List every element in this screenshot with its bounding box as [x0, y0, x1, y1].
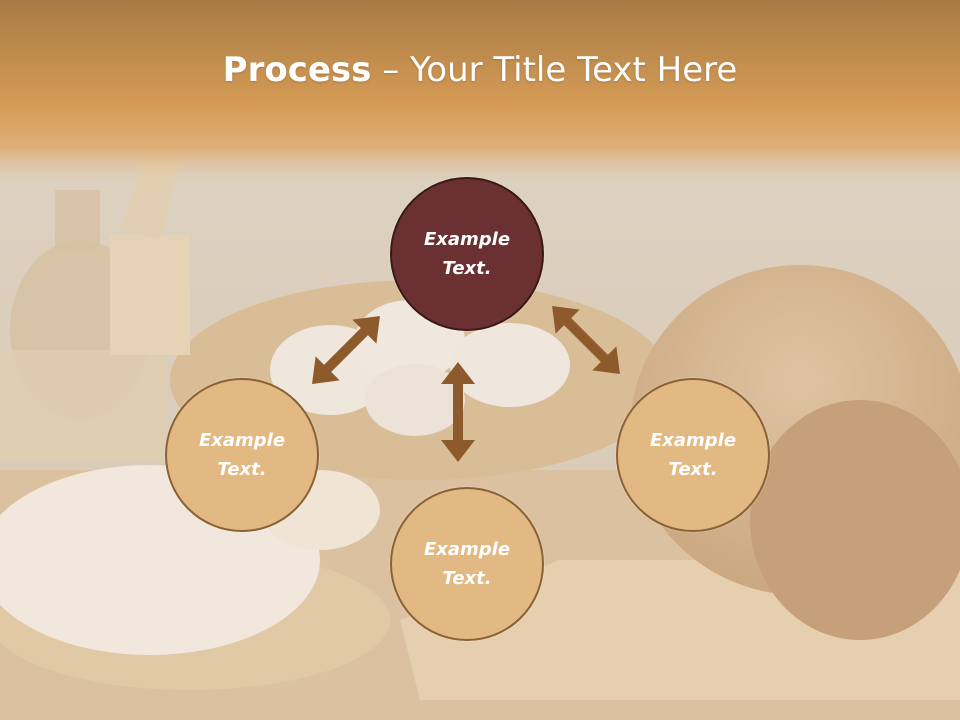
node-right: Example Text.: [616, 378, 770, 532]
node-top-text: Example Text.: [423, 229, 511, 279]
title-dash: –: [371, 50, 411, 90]
title-bold: Process: [222, 50, 372, 90]
node-left-text: Example Text.: [198, 430, 286, 480]
arrow-top-right: [552, 306, 620, 374]
node-right-text: Example Text.: [649, 430, 737, 480]
slide-title: Process – Your Title Text Here: [0, 50, 960, 90]
arrow-top-left: [312, 316, 380, 384]
node-top: Example Text.: [390, 177, 544, 331]
node-bottom: Example Text.: [390, 487, 544, 641]
arrow-vertical: [441, 362, 475, 462]
title-rest: Your Title Text Here: [410, 50, 738, 90]
node-bottom-text: Example Text.: [423, 539, 511, 589]
node-left: Example Text.: [165, 378, 319, 532]
